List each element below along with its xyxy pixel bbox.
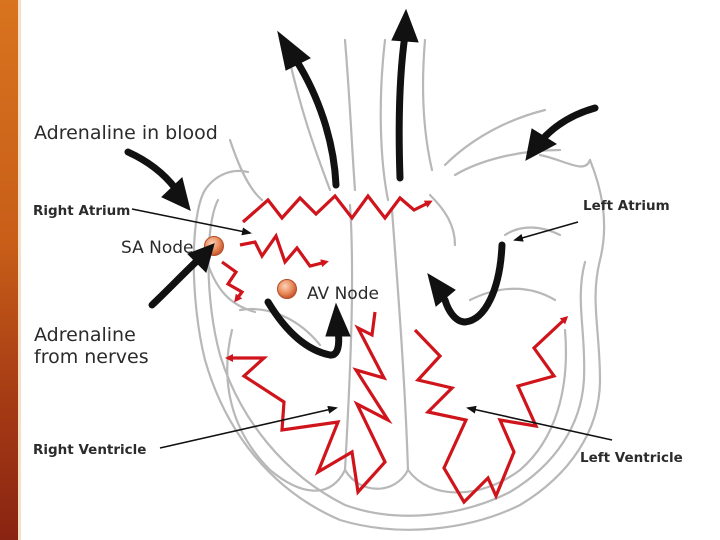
septum-left — [343, 203, 354, 472]
impulse-sa-down — [221, 260, 245, 303]
heart-outer-wall — [192, 158, 606, 531]
pulmonary-vein-flow-arrowhead — [525, 128, 557, 161]
vena-cava-flow-arrow — [124, 148, 179, 192]
left-ventricle-inner — [406, 328, 567, 494]
label-pointers — [131, 208, 613, 449]
aorta-flow-arrowhead — [277, 30, 311, 71]
slide-sidebar-stripe — [0, 0, 18, 540]
valve-right — [503, 226, 562, 237]
vena-cava-flow-arrowhead — [161, 177, 191, 211]
atrium-floor — [238, 307, 322, 347]
aorta-wall-2 — [343, 38, 357, 192]
impulse-left-ventricle — [413, 315, 569, 505]
right-atrium-pointer — [131, 208, 252, 236]
label-adrenaline-blood: Adrenaline in blood — [34, 122, 218, 144]
left-atrium-top — [538, 153, 592, 168]
right-av-flow-arrow — [264, 298, 343, 359]
impulse-sa-to-av — [239, 232, 329, 268]
label-adrenaline-nerves-1: Adrenaline — [34, 324, 136, 346]
label-adrenaline-nerves-2: from nerves — [34, 346, 149, 368]
pulmonary-vein-flow-arrow — [536, 104, 599, 146]
aorta-flow-arrow — [292, 56, 340, 189]
right-atrium-top — [203, 169, 250, 192]
pulmonary-wall — [379, 38, 390, 202]
label-av-node: AV Node — [307, 284, 379, 304]
blood-flow-arrows — [124, 8, 599, 359]
label-left-ventricle: Left Ventricle — [580, 450, 683, 466]
label-sa-node: SA Node — [121, 238, 194, 258]
impulse-right-ventricle — [225, 311, 393, 496]
left-av-flow-arrow — [441, 241, 506, 326]
left-atrium-floor — [468, 287, 557, 302]
left-atrium-wall — [443, 108, 547, 167]
pulmonary-flow-arrow — [395, 31, 409, 182]
nerves-flow-arrow — [148, 256, 202, 309]
pulmonary-flow-arrowhead — [391, 8, 419, 43]
left-atrium-pointer — [513, 221, 579, 242]
septum-right — [390, 208, 410, 472]
right-ventricle-pointer — [159, 405, 338, 449]
right-av-flow-arrowhead — [325, 302, 351, 337]
left-ventricle-pointer — [466, 405, 613, 441]
septum-divider — [343, 468, 410, 490]
label-right-atrium: Right Atrium — [33, 203, 130, 219]
label-right-ventricle: Right Ventricle — [33, 442, 146, 458]
electrical-impulses — [221, 193, 569, 505]
heart-outer-wall-inner — [207, 198, 587, 517]
nerves-flow-arrowhead — [187, 243, 215, 273]
valve-left — [428, 193, 457, 247]
label-left-atrium: Left Atrium — [583, 198, 670, 214]
pulmonary-wall-2 — [421, 38, 434, 172]
left-av-flow-arrowhead — [427, 272, 456, 307]
right-ventricle-inner — [226, 328, 347, 492]
av-node-icon — [277, 279, 297, 299]
slide-sidebar-edge — [18, 0, 21, 540]
left-atrium-wall-2 — [453, 148, 562, 177]
impulse-atria-top — [241, 193, 433, 224]
vena-cava-wall — [228, 138, 264, 202]
